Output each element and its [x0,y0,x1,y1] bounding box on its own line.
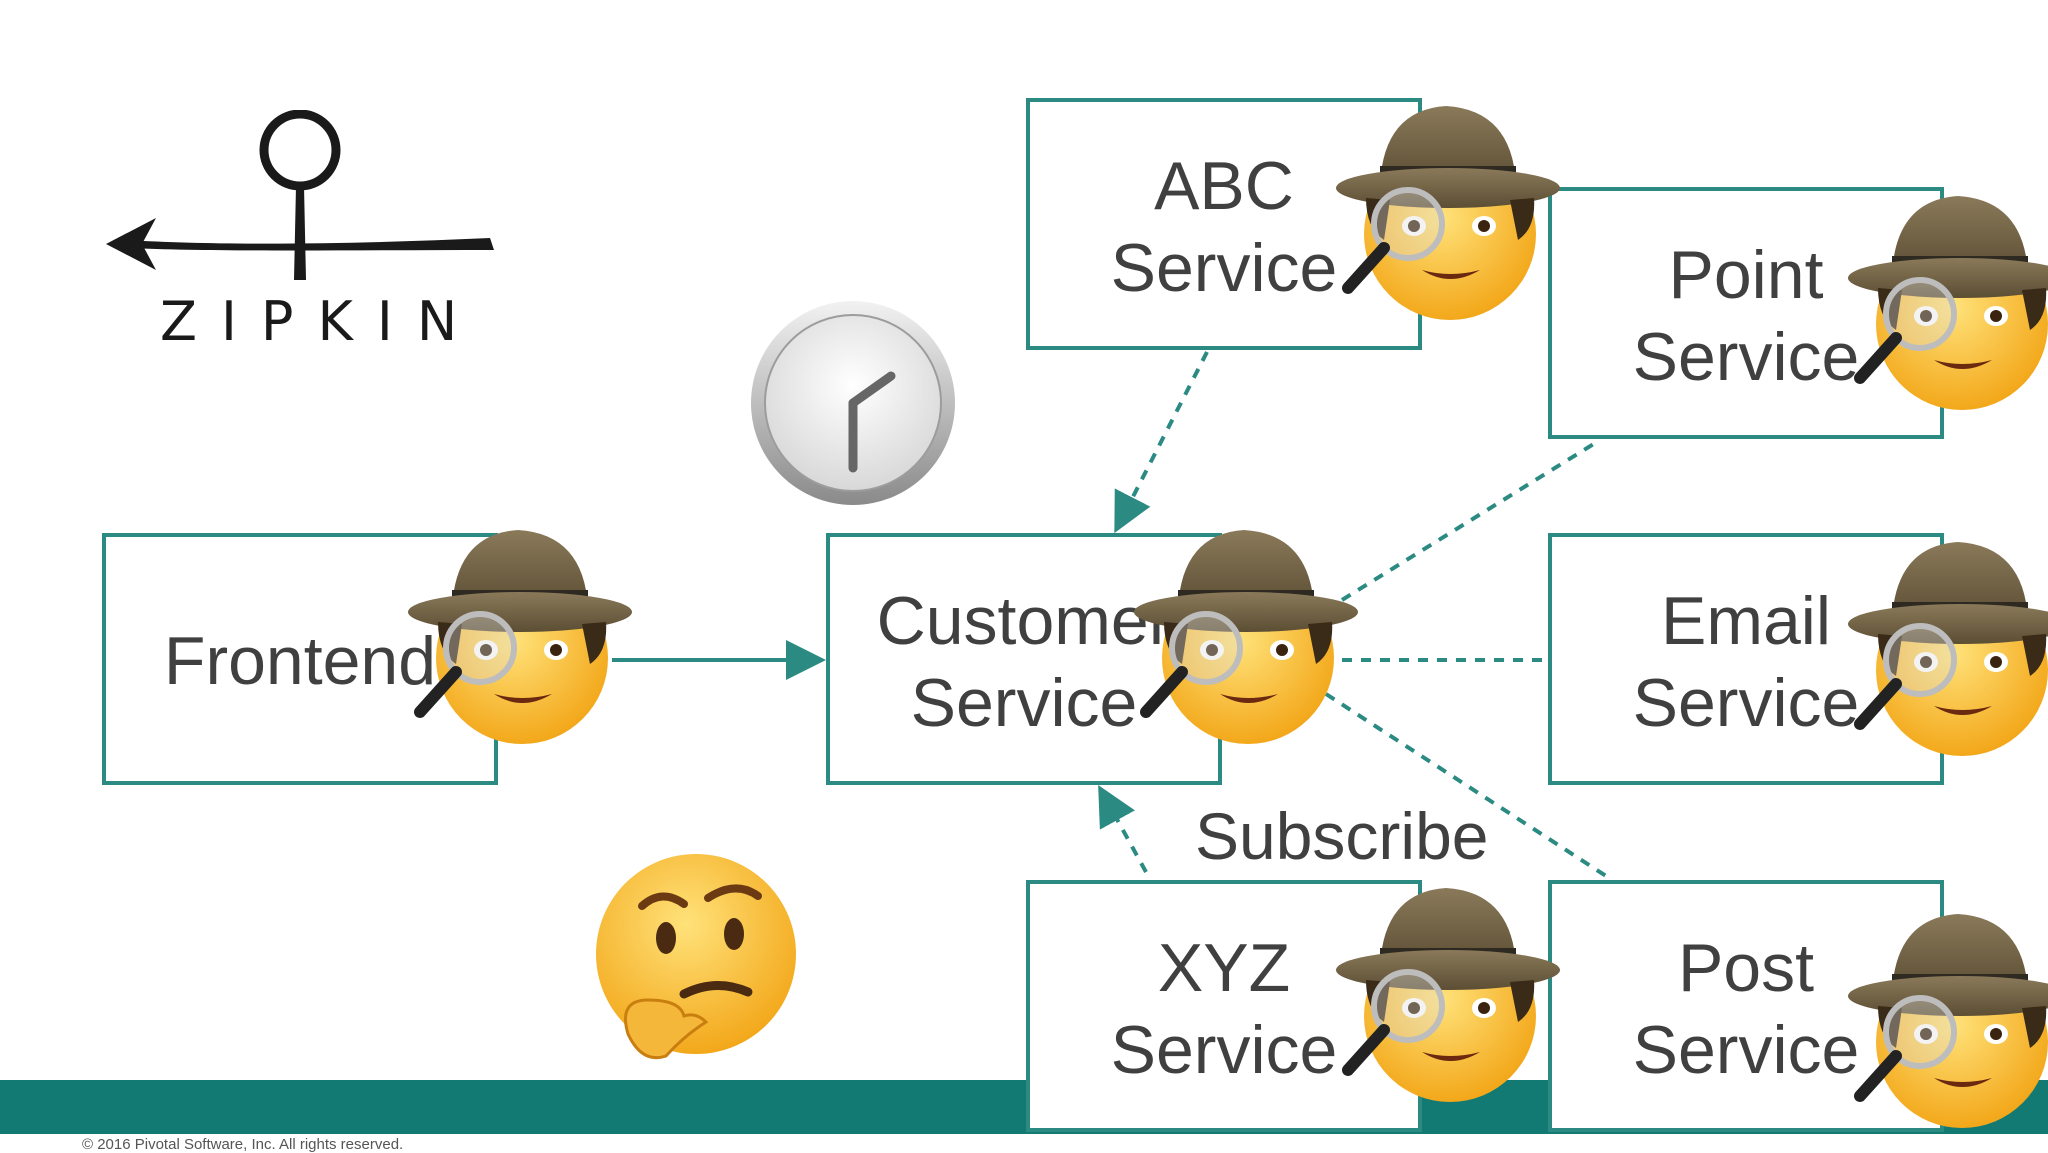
edge-abc-customer [1114,351,1209,534]
abc-service-label-line2: Service [1110,230,1338,306]
zipkin-wordmark: ZIPKIN [160,290,482,353]
xyz-service-label-line1: XYZ [1157,930,1291,1006]
copyright-text: © 2016 Pivotal Software, Inc. All rights… [82,1136,404,1153]
edge-xyz-customer [1098,784,1148,873]
detective-emoji-icon-xyz [1326,870,1566,1110]
post-service-label-line2: Service [1632,1012,1860,1088]
edge-customer-point [1340,438,1602,602]
frontend-label-line1: Frontend [163,623,437,699]
customer-service-label-line2: Service [910,665,1138,741]
frontend-box [102,533,498,785]
thinking-face-icon [596,854,796,1060]
point-service-label-line2: Service [1632,319,1860,395]
customer-service-box [826,533,1222,785]
post-service-label: Post Service [1548,927,1944,1091]
detective-emoji-icon-point [1838,178,2048,418]
detective-emoji-icon-frontend [398,512,638,752]
clock-icon [751,301,955,505]
email-service-label-line2: Service [1632,665,1860,741]
abc-service-label-line1: ABC [1154,148,1294,224]
xyz-service-label-line2: Service [1110,1012,1338,1088]
point-service-label-line1: Point [1668,237,1824,313]
detective-emoji-icon-email [1838,524,2048,764]
customer-service-label-line1: Customer [876,583,1172,659]
frontend-label: Frontend [110,620,490,702]
detective-emoji-icon-abc [1326,88,1566,328]
abc-service-label: ABC Service [1026,145,1422,309]
zipkin-logo-icon [106,110,494,280]
point-service-label: Point Service [1548,234,1944,398]
subscribe-label: Subscribe [1195,799,1489,873]
detective-emoji-icon-post [1838,896,2048,1136]
xyz-service-label: XYZ Service [1026,927,1422,1091]
email-service-label: Email Service [1548,580,1944,744]
post-service-label-line1: Post [1677,930,1815,1006]
xyz-service-box-front [1026,880,1422,1132]
customer-service-label: Customer Service [826,580,1222,744]
detective-emoji-icon-customer [1124,512,1364,752]
email-service-label-line1: Email [1660,583,1832,659]
